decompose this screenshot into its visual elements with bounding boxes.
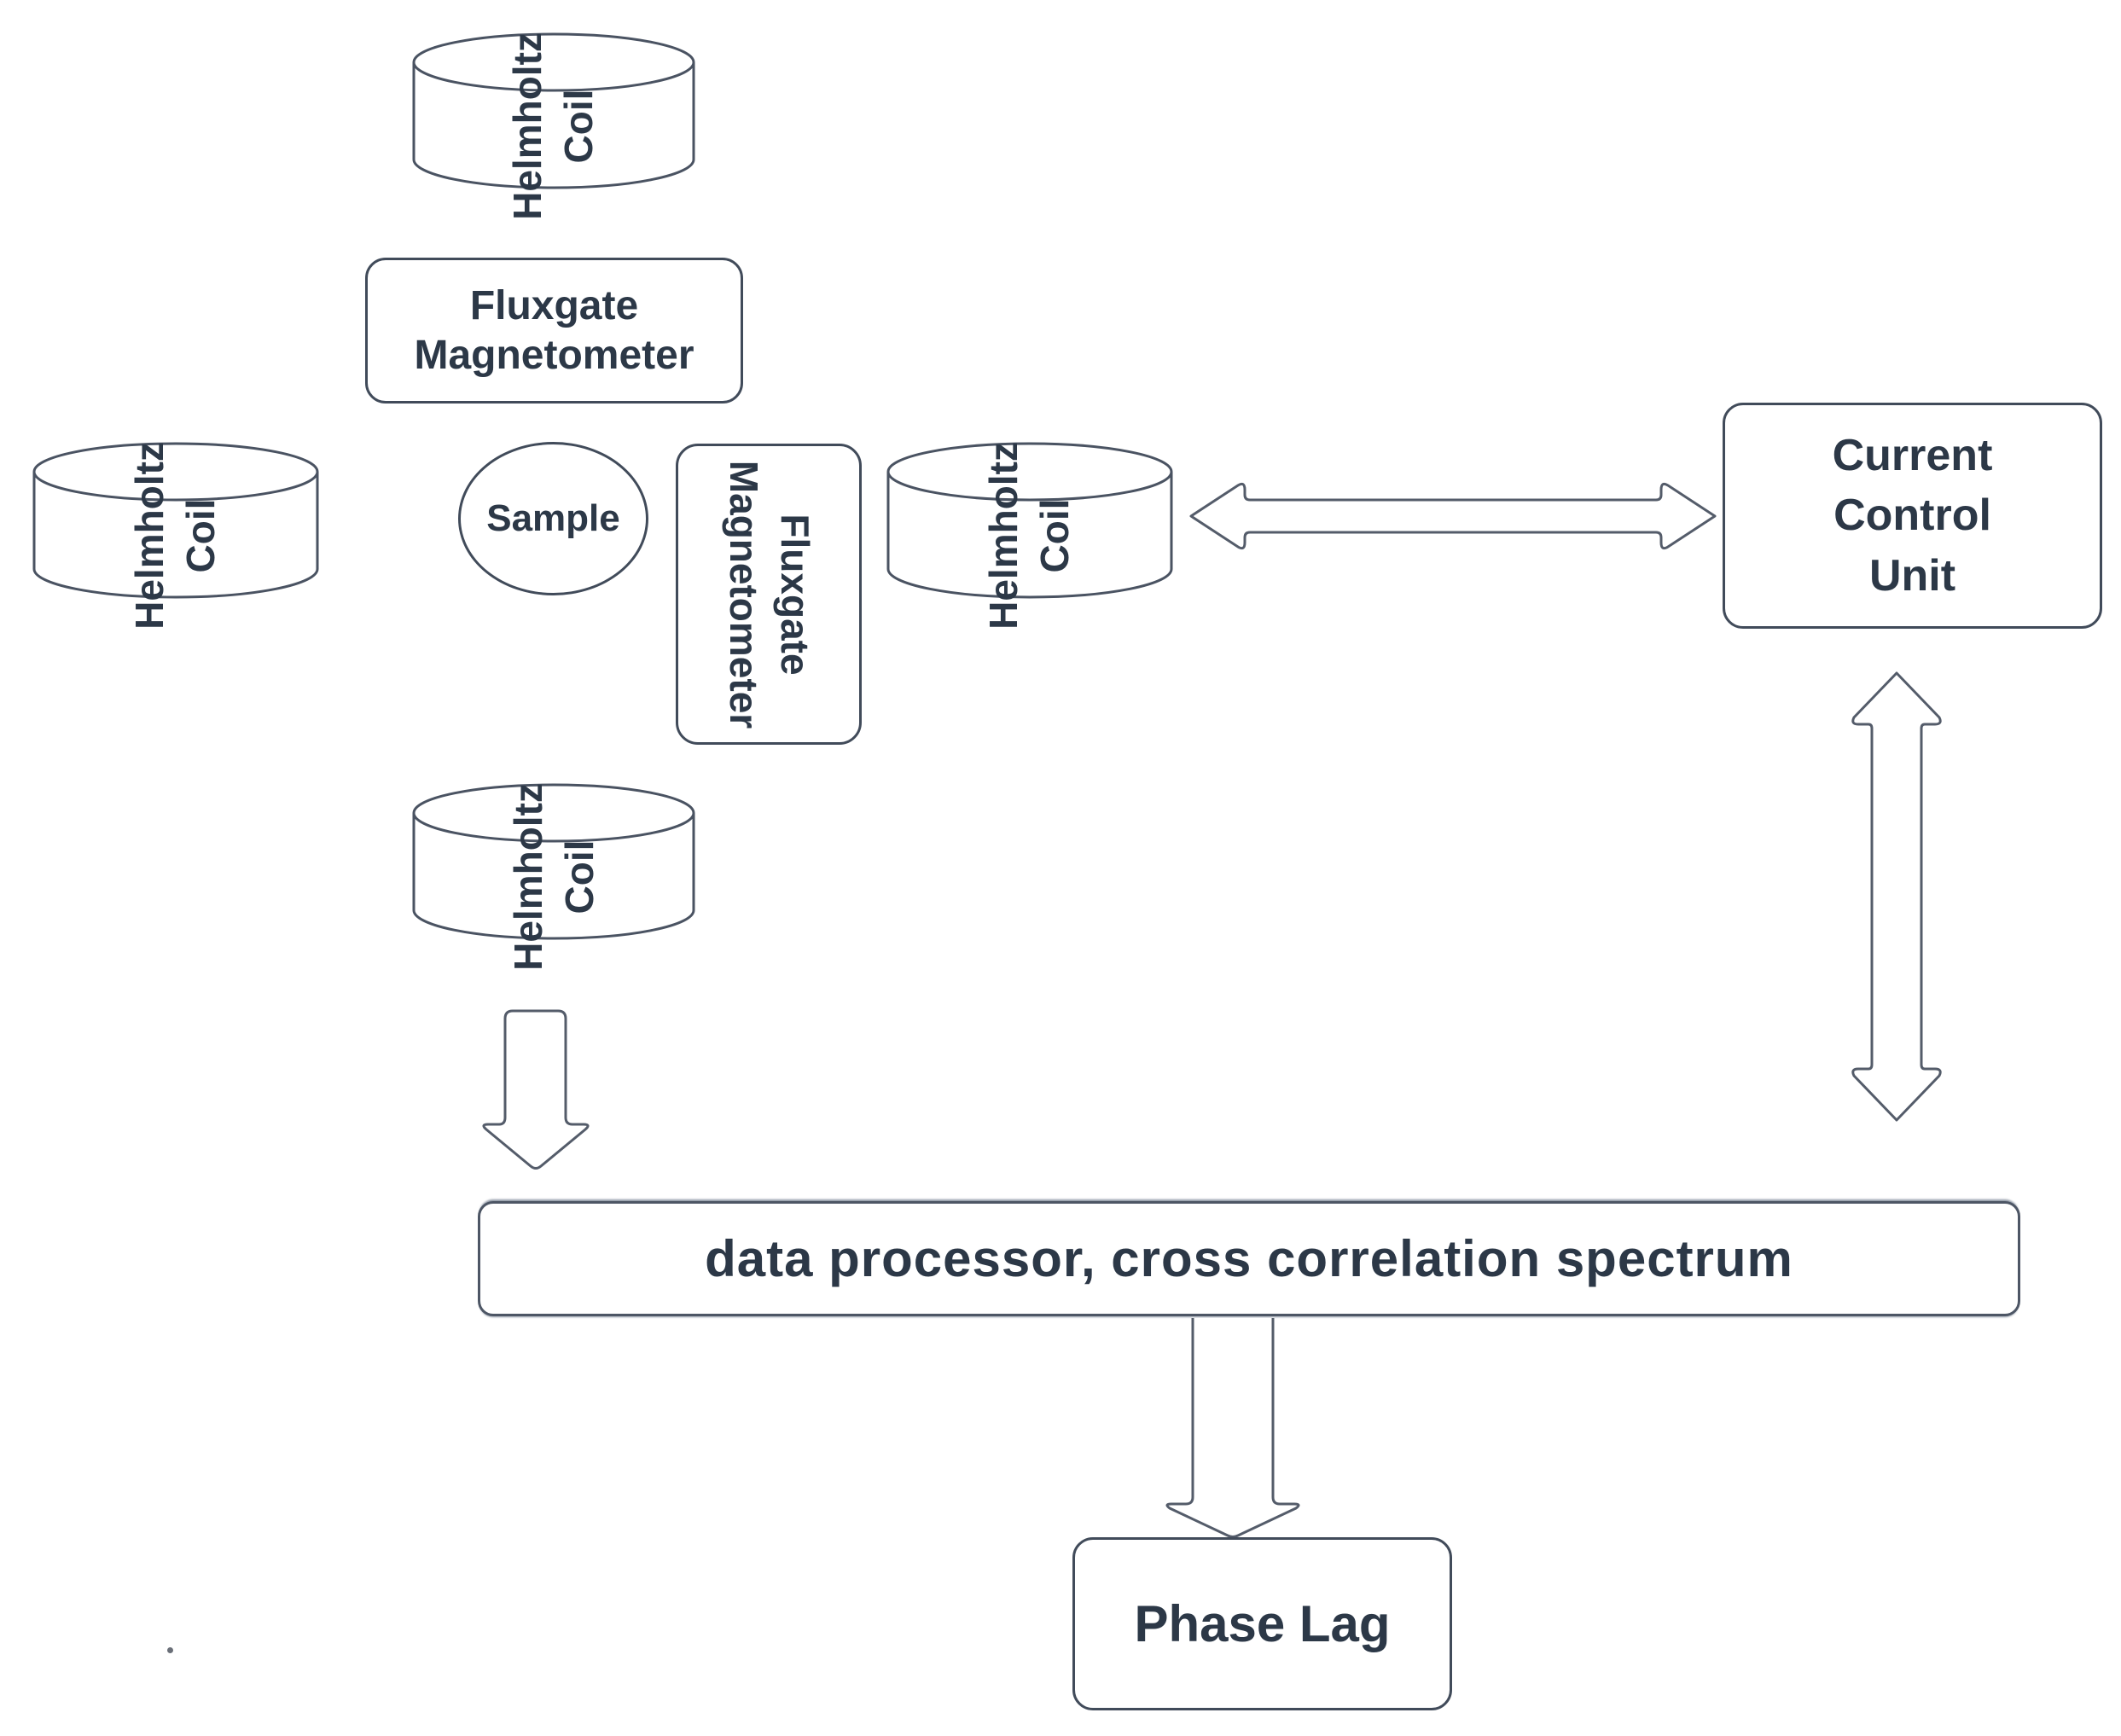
arrow-dataprocessor-phaselag — [1165, 1318, 1300, 1538]
cylinder-shape — [412, 783, 695, 940]
double-arrow-ccu-dataprocessor — [1851, 671, 1942, 1122]
fluxgate-magnetometer-top-label: Fluxgate Magnetometer — [414, 282, 694, 378]
helmholtz-coil-top: Helmholtz Coil — [411, 32, 696, 220]
stray-dot — [167, 1647, 173, 1653]
helmholtz-coil-left-label: Helmholtz Coil — [127, 442, 223, 630]
helmholtz-coil-bottom: Helmholtz Coil — [411, 782, 697, 971]
fluxgate-magnetometer-side-label: Fluxgate Magnetometer — [722, 460, 817, 729]
helmholtz-coil-top-label: Helmholtz Coil — [505, 32, 601, 220]
arrow-coil-dataprocessor — [482, 1009, 590, 1170]
phase-lag-label: Phase Lag — [1134, 1595, 1391, 1652]
phase-lag: Phase Lag — [1072, 1537, 1452, 1710]
fluxgate-magnetometer-side: Fluxgate Magnetometer — [676, 444, 862, 745]
data-processor: data processor, cross correlation spectr… — [478, 1201, 2020, 1316]
current-control-unit: Current Control Unit — [1723, 403, 2102, 629]
data-processor-label: data processor, cross correlation spectr… — [705, 1230, 1793, 1287]
cylinder-shape — [886, 442, 1173, 599]
double-arrow-coil-ccu — [1189, 482, 1717, 550]
cylinder-shape — [32, 442, 319, 599]
fluxgate-magnetometer-top: Fluxgate Magnetometer — [365, 258, 743, 404]
sample-node: Sample — [458, 442, 648, 595]
cylinder-shape — [412, 32, 695, 189]
helmholtz-coil-left: Helmholtz Coil — [32, 441, 320, 630]
helmholtz-coil-bottom-label: Helmholtz Coil — [505, 783, 601, 971]
sample-label: Sample — [486, 497, 620, 539]
helmholtz-coil-right: Helmholtz Coil — [886, 441, 1174, 630]
helmholtz-coil-right-label: Helmholtz Coil — [981, 442, 1077, 630]
current-control-unit-label: Current Control Unit — [1832, 431, 1993, 601]
